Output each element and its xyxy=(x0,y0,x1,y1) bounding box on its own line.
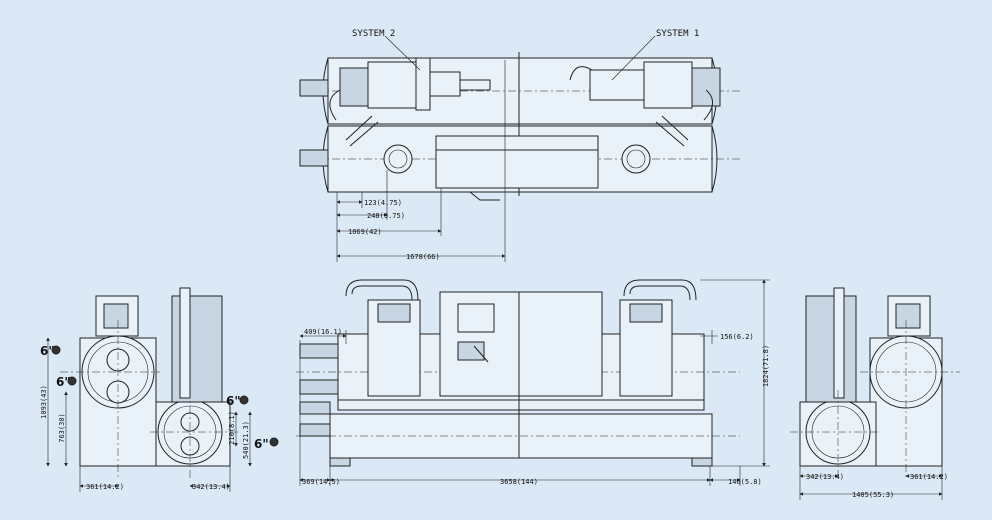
front-dim-146: 146(5.8) xyxy=(728,478,762,486)
left-dim-540: 540(21.3) xyxy=(242,421,250,459)
control-panel-top xyxy=(435,135,599,189)
pipe-size-left-2: 6" xyxy=(56,375,71,389)
right-dim-1405: 1405(55.3) xyxy=(852,491,894,499)
left-dim-342: 342(13.4) xyxy=(192,483,230,491)
right-dim-342: 342(13.4) xyxy=(806,473,844,481)
pipe-gauge-icon xyxy=(269,437,279,447)
front-dim-3658: 3658(144) xyxy=(500,478,538,486)
top-dim-248: 248(9.75) xyxy=(367,212,405,220)
top-dim-123: 123(4.75) xyxy=(364,199,402,207)
left-dim-763: 763(30) xyxy=(58,413,66,443)
right-dim-361: 361(14.2) xyxy=(910,473,948,481)
pipe-gauge-icon xyxy=(239,395,249,405)
left-dim-210: 210(8.1) xyxy=(228,411,236,445)
top-dim-1069: 1069(42) xyxy=(348,228,382,236)
top-dim-1678: 1678(66) xyxy=(406,253,440,261)
pipe-size-left-3: 6" xyxy=(226,394,241,408)
top-view: SYSTEM 2 SYSTEM 1 123(4.75) 248(9.75) 10… xyxy=(299,29,740,262)
front-dim-1824: 1824(71.8) xyxy=(762,345,770,387)
compressor-system1 xyxy=(643,61,693,109)
pipe-gauge-icon xyxy=(51,345,61,355)
pipe-gauge-icon xyxy=(67,376,77,386)
pipe-size-left-4: 6" xyxy=(254,437,269,451)
left-dim-361: 361(14.2) xyxy=(86,483,124,491)
system1-label: SYSTEM 1 xyxy=(656,29,699,39)
front-dim-409: 409(16.1) xyxy=(304,328,342,336)
compressor-system2 xyxy=(367,61,417,109)
system2-label: SYSTEM 2 xyxy=(352,29,395,39)
front-view: 369(14.5) 3658(144) 146(5.8) 409(16.1) 1… xyxy=(296,279,770,486)
left-side-view: 6" 6" 6" 6" 1093(43) 763(30) 210(8.1) 54… xyxy=(40,287,279,492)
front-dim-156: 156(6.2) xyxy=(720,333,754,341)
front-dim-369: 369(14.5) xyxy=(302,478,340,486)
left-dim-1093: 1093(43) xyxy=(40,385,48,419)
right-side-view: 342(13.4) 361(14.2) 1405(55.3) xyxy=(790,287,960,500)
